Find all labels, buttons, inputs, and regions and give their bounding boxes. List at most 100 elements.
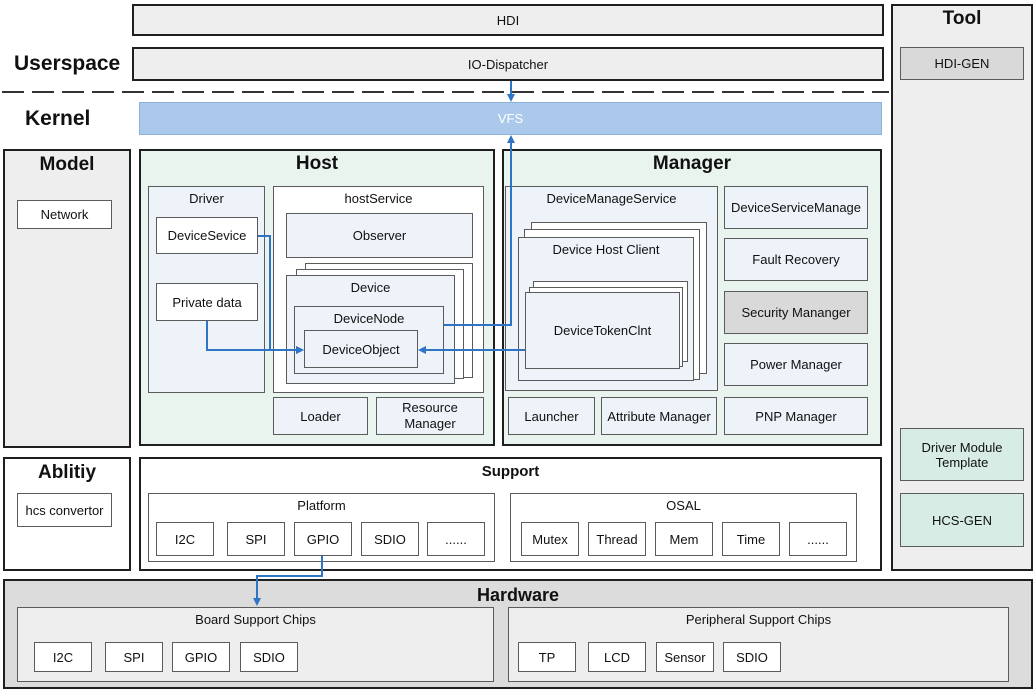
device-service-manage-label: DeviceServiceManage bbox=[730, 200, 862, 215]
hdi-gen-label: HDI-GEN bbox=[934, 56, 990, 71]
device-sevice-box: DeviceSevice bbox=[156, 217, 258, 254]
board-support-chips-label: Board Support Chips bbox=[195, 612, 316, 627]
private-data-box: Private data bbox=[156, 283, 258, 321]
power-manager-box: Power Manager bbox=[724, 343, 868, 386]
platform-item-more: ...... bbox=[427, 522, 485, 556]
peripheral-item-sensor: Sensor bbox=[656, 642, 714, 672]
loader-box: Loader bbox=[273, 397, 368, 435]
hcs-convertor-label: hcs convertor bbox=[25, 502, 104, 518]
device-service-manage-box: DeviceServiceManage bbox=[724, 186, 868, 229]
board-item-gpio: GPIO bbox=[172, 642, 230, 672]
security-mananger-box: Security Mananger bbox=[724, 291, 868, 334]
device-token-clnt-box: DeviceTokenClnt bbox=[525, 292, 680, 369]
ablitiy-title: Ablitiy bbox=[37, 462, 97, 483]
io-dispatcher-bar: IO-Dispatcher bbox=[132, 47, 884, 81]
loader-label: Loader bbox=[300, 408, 341, 424]
attribute-manager-label: Attribute Manager bbox=[607, 408, 711, 424]
tool-panel bbox=[891, 4, 1033, 571]
network-box: Network bbox=[17, 200, 112, 229]
power-manager-label: Power Manager bbox=[750, 357, 842, 372]
host-service-label: hostService bbox=[344, 191, 413, 206]
hdi-bar: HDI bbox=[132, 4, 884, 36]
osal-item-mutex: Mutex bbox=[521, 522, 579, 556]
device-host-client-label: Device Host Client bbox=[552, 242, 660, 257]
board-item-label: SPI bbox=[123, 649, 145, 665]
osal-label: OSAL bbox=[666, 498, 701, 513]
private-data-label: Private data bbox=[172, 294, 242, 310]
vfs-bar: VFS bbox=[139, 102, 882, 135]
board-item-label: SDIO bbox=[253, 649, 285, 665]
board-item-label: I2C bbox=[52, 649, 74, 665]
hcs-convertor-box: hcs convertor bbox=[17, 493, 112, 527]
pnp-manager-box: PNP Manager bbox=[724, 397, 868, 435]
device-object-box: DeviceObject bbox=[304, 330, 418, 368]
osal-item-label: Mutex bbox=[532, 531, 568, 547]
platform-item-sdio: SDIO bbox=[361, 522, 419, 556]
peripheral-item-label: Sensor bbox=[664, 649, 706, 665]
platform-item-spi: SPI bbox=[227, 522, 285, 556]
driver-module-template-label: Driver Module Template bbox=[921, 439, 1003, 470]
network-label: Network bbox=[40, 207, 89, 222]
platform-label: Platform bbox=[297, 498, 346, 513]
attribute-manager-box: Attribute Manager bbox=[601, 397, 717, 435]
fault-recovery-box: Fault Recovery bbox=[724, 238, 868, 281]
kernel-label: Kernel bbox=[25, 107, 91, 130]
driver-label: Driver bbox=[189, 191, 224, 206]
platform-item-label: GPIO bbox=[306, 531, 340, 547]
tool-title: Tool bbox=[942, 8, 982, 29]
support-title: Support bbox=[481, 463, 540, 480]
hcs-gen-label: HCS-GEN bbox=[932, 512, 992, 528]
device-node-label: DeviceNode bbox=[333, 311, 405, 326]
osal-item-more: ...... bbox=[789, 522, 847, 556]
platform-item-label: SPI bbox=[245, 531, 267, 547]
board-item-i2c: I2C bbox=[34, 642, 92, 672]
platform-item-gpio: GPIO bbox=[294, 522, 352, 556]
osal-item-time: Time bbox=[722, 522, 780, 556]
fault-recovery-label: Fault Recovery bbox=[752, 252, 840, 267]
resource-manager-label: Resource Manager bbox=[402, 400, 458, 431]
vfs-label: VFS bbox=[497, 111, 524, 126]
model-panel bbox=[3, 149, 131, 448]
hcs-gen-box: HCS-GEN bbox=[900, 493, 1024, 547]
peripheral-item-lcd: LCD bbox=[588, 642, 646, 672]
peripheral-support-chips-label: Peripheral Support Chips bbox=[685, 612, 832, 627]
hdi-gen-box: HDI-GEN bbox=[900, 47, 1024, 80]
peripheral-item-sdio: SDIO bbox=[723, 642, 781, 672]
observer-box: Observer bbox=[286, 213, 473, 258]
device-label: Device bbox=[350, 280, 391, 295]
resource-manager-box: Resource Manager bbox=[376, 397, 484, 435]
io-dispatcher-label: IO-Dispatcher bbox=[467, 56, 549, 72]
peripheral-item-label: LCD bbox=[603, 649, 630, 665]
model-title: Model bbox=[39, 154, 95, 175]
pnp-manager-label: PNP Manager bbox=[755, 408, 837, 424]
hdi-label: HDI bbox=[496, 12, 520, 28]
launcher-label: Launcher bbox=[524, 408, 579, 424]
platform-item-i2c: I2C bbox=[156, 522, 214, 556]
board-item-spi: SPI bbox=[105, 642, 163, 672]
observer-label: Observer bbox=[352, 228, 407, 243]
peripheral-item-label: TP bbox=[538, 649, 556, 665]
osal-item-label: Time bbox=[736, 531, 766, 547]
osal-item-thread: Thread bbox=[588, 522, 646, 556]
board-item-sdio: SDIO bbox=[240, 642, 298, 672]
peripheral-item-label: SDIO bbox=[736, 649, 768, 665]
osal-item-label: ...... bbox=[807, 531, 829, 547]
security-mananger-label: Security Mananger bbox=[741, 305, 851, 320]
hardware-title: Hardware bbox=[476, 585, 560, 605]
device-token-clnt-label: DeviceTokenClnt bbox=[553, 323, 652, 338]
launcher-box: Launcher bbox=[508, 397, 595, 435]
platform-item-label: SDIO bbox=[374, 531, 406, 547]
osal-item-mem: Mem bbox=[655, 522, 713, 556]
platform-item-label: I2C bbox=[174, 531, 196, 547]
platform-item-label: ...... bbox=[445, 531, 467, 547]
host-title: Host bbox=[295, 153, 339, 174]
device-sevice-label: DeviceSevice bbox=[167, 228, 247, 243]
osal-item-label: Mem bbox=[669, 531, 699, 547]
device-manage-service-label: DeviceManageService bbox=[546, 191, 677, 206]
manager-title: Manager bbox=[652, 153, 732, 174]
userspace-label: Userspace bbox=[14, 52, 121, 75]
driver-module-template-box: Driver Module Template bbox=[900, 428, 1024, 481]
board-item-label: GPIO bbox=[184, 649, 218, 665]
peripheral-item-tp: TP bbox=[518, 642, 576, 672]
device-object-label: DeviceObject bbox=[322, 341, 400, 357]
